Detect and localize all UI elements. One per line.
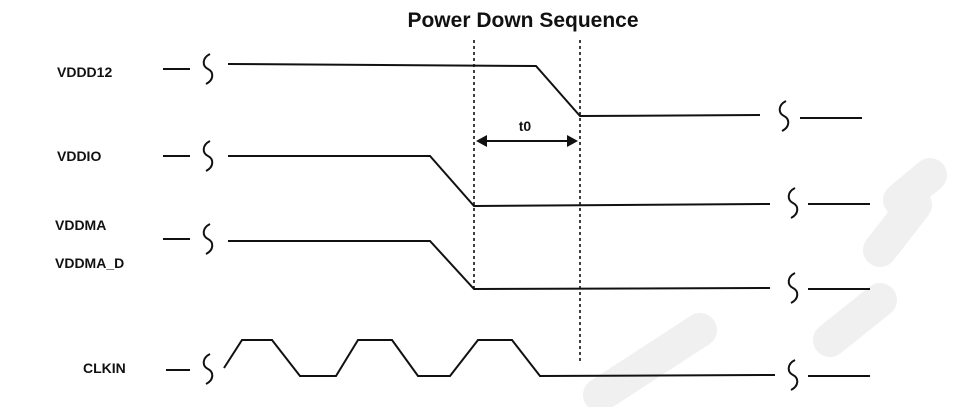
t0-label: t0 — [519, 118, 532, 134]
waveform-clkin — [166, 339, 870, 391]
axis-break-vddio-left — [202, 140, 214, 172]
arrowhead-right-icon — [567, 135, 578, 147]
axis-break-clkin-right — [787, 359, 799, 391]
signal-label-vddd12: VDDD12 — [57, 64, 112, 80]
axis-break-vddio-right — [787, 187, 799, 219]
waveform-vddio — [163, 140, 870, 219]
axis-break-vddma-right — [787, 272, 799, 304]
axis-break-clkin-left — [202, 353, 214, 385]
signal-label-clkin: CLKIN — [83, 360, 126, 376]
watermark — [583, 158, 947, 407]
arrowhead-left-icon — [476, 135, 487, 147]
signal-label-vddma: VDDMA — [55, 217, 106, 233]
axis-break-vddd12-right — [778, 100, 790, 132]
axis-break-vddd12-left — [202, 53, 214, 85]
waveform-vddd12 — [163, 53, 862, 132]
diagram-title: Power Down Sequence — [407, 9, 638, 32]
axis-break-vddma-left — [202, 223, 214, 255]
waveform-vddma — [163, 223, 870, 304]
signal-label-vddio: VDDIO — [57, 148, 101, 164]
signal-label-vddma-d: VDDMA_D — [55, 255, 124, 271]
t0-dimension-arrow — [476, 135, 578, 147]
